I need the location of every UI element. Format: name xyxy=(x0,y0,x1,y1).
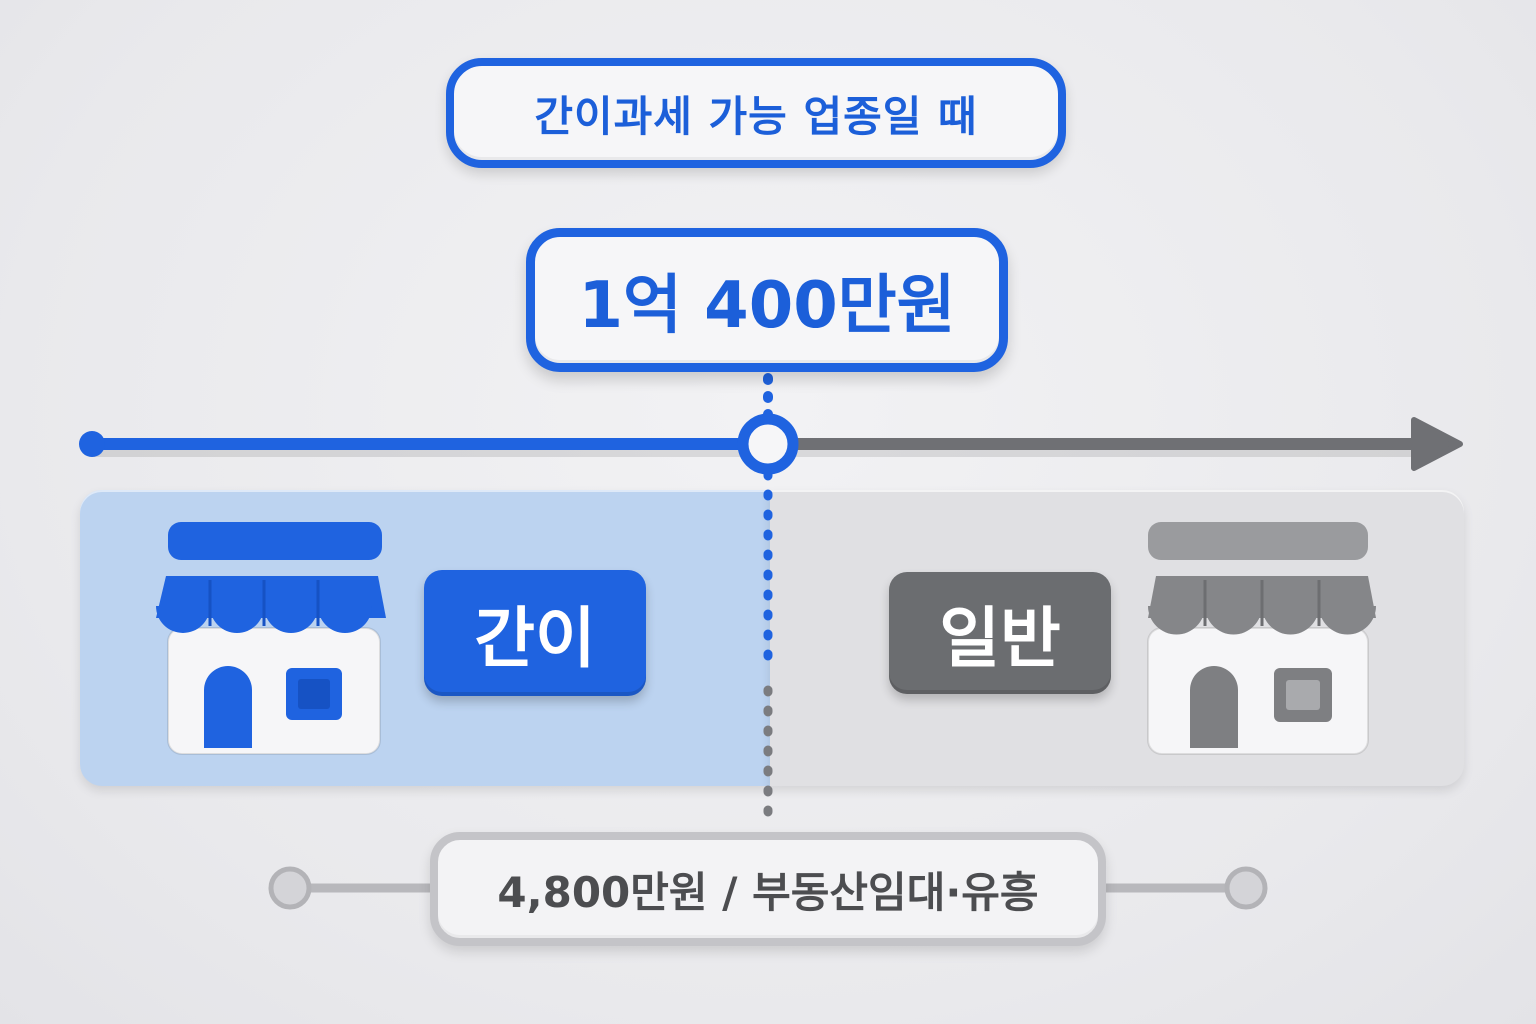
storefront-icon xyxy=(1147,522,1376,755)
axis-start-dot xyxy=(79,431,105,457)
bottom-note-pill: 4,800만원 / 부동산임대·유흥 xyxy=(430,832,1106,946)
storefront-icon xyxy=(156,522,386,755)
title-pill: 간이과세 가능 업종일 때 xyxy=(446,58,1066,168)
bottom-note-text: 4,800만원 / 부동산임대·유흥 xyxy=(497,867,1039,917)
title-text: 간이과세 가능 업종일 때 xyxy=(534,91,978,141)
threshold-pill: 1억 400만원 xyxy=(526,228,1008,372)
bottom-rail-left-dot xyxy=(268,866,312,910)
simple-tax-badge: 간이 xyxy=(424,570,646,696)
axis-arrowhead-icon xyxy=(1411,417,1463,471)
general-tax-badge: 일반 xyxy=(889,572,1111,694)
simple-tax-label: 간이 xyxy=(474,600,596,677)
threshold-value: 1억 400만원 xyxy=(578,269,956,343)
bottom-rail-right-dot xyxy=(1224,866,1268,910)
general-tax-label: 일반 xyxy=(939,600,1061,677)
threshold-marker xyxy=(737,413,799,475)
